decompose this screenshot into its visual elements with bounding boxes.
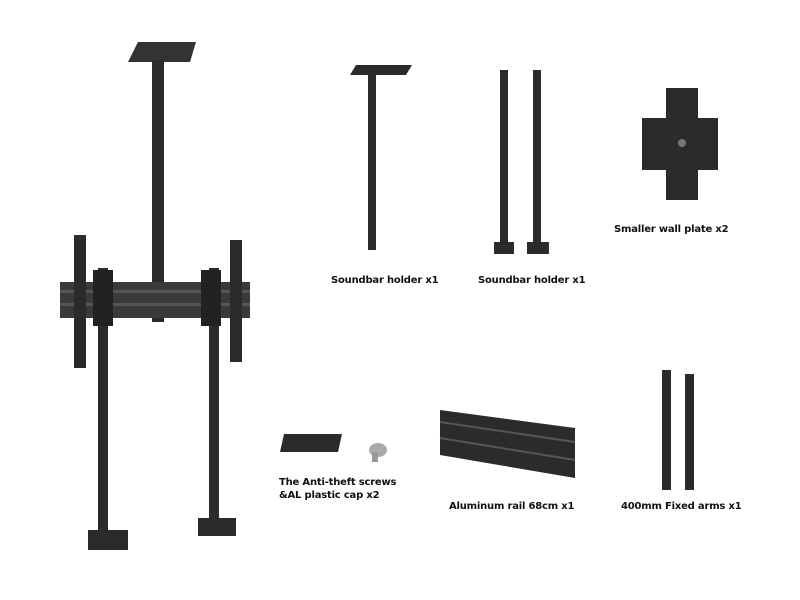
anti-theft-label-line1: The Anti-theft screws	[279, 477, 397, 488]
anti-theft-cap-and-screw	[280, 434, 387, 462]
fixed-arms	[662, 370, 694, 490]
soundbar-holder-label-2: Soundbar holder x1	[478, 275, 586, 286]
aluminum-rail-label: Aluminum rail 68cm x1	[449, 501, 575, 512]
soundbar-holder-double	[494, 70, 549, 254]
wall-plate-label: Smaller wall plate x2	[614, 224, 729, 235]
soundbar-holder-single	[350, 65, 412, 250]
fixed-arms-label: 400mm Fixed arms x1	[621, 501, 742, 512]
aluminum-rail	[439, 410, 576, 478]
wall-plate	[642, 88, 718, 200]
soundbar-holder-label-1: Soundbar holder x1	[331, 275, 439, 286]
anti-theft-label-line2: &AL plastic cap x2	[279, 490, 380, 501]
main-mount	[60, 42, 250, 550]
